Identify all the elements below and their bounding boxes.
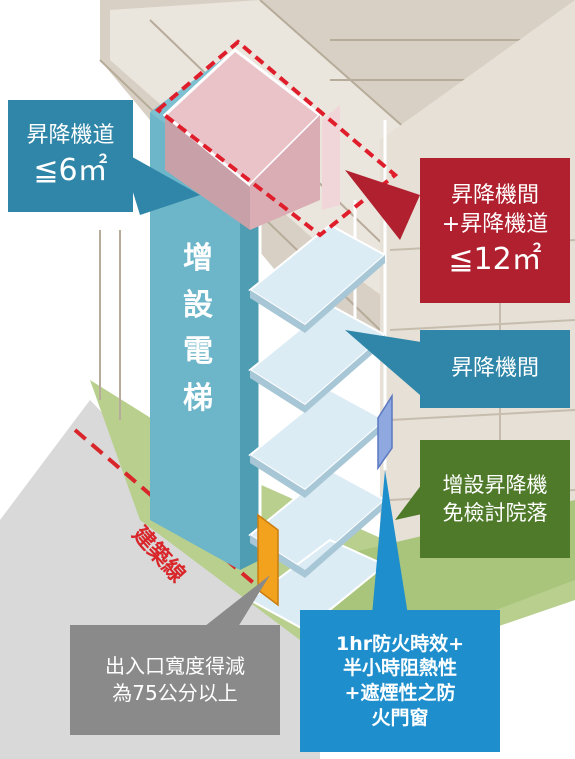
elevator-shaft [150, 112, 240, 570]
fire-door-line4: 火門窗 [371, 706, 429, 729]
machine-room-area-line2: +昇降機道 [441, 212, 549, 238]
courtyard-exempt-line2: 免檢討院落 [442, 501, 548, 525]
shaft-callout-pointer [120, 150, 200, 215]
elevator-label-char: 梯 [183, 380, 213, 416]
entrance-width-line2: 為75公分以上 [112, 681, 238, 705]
machine-room-pointer [345, 330, 440, 395]
machine-room-callout: 昇降機間 [420, 330, 570, 408]
machine-room-text: 昇降機間 [450, 356, 539, 382]
shaft-area-line1: 昇降機道 [26, 122, 115, 148]
machine-room-area-pointer [345, 170, 420, 240]
machine-room-area-line1: 昇降機間 [450, 182, 539, 208]
entrance-pointer [200, 575, 270, 640]
fire-door-line2: 半小時阻熱性 [342, 657, 457, 680]
elevator-label-char: 設 [183, 287, 213, 323]
shaft-area-callout: 昇降機道 ≦6㎡ [8, 100, 133, 212]
fire-door-line1: 1hr防火時效+ [335, 632, 465, 655]
machine-room-area-line3: ≦12㎡ [448, 241, 542, 277]
elevator-label-char: 增 [183, 241, 213, 276]
machine-room-front [165, 115, 250, 230]
courtyard-exempt-line1: 增設昇降機 [442, 472, 548, 497]
entrance-width-line1: 出入口寬度得減 [105, 654, 245, 678]
elevator-label-char: 電 [183, 334, 213, 369]
fire-door-line3: +遮煙性之防 [344, 682, 456, 704]
machine-room-outline [154, 39, 399, 238]
machine-room-side [250, 115, 320, 230]
fire-door-callout: 1hr防火時效+ 半小時阻熱性 +遮煙性之防 火門窗 [300, 610, 500, 752]
fire-door-pointer [372, 470, 408, 615]
shaft-area-line2: ≦6㎡ [33, 152, 108, 188]
fire-door-window [377, 393, 393, 471]
entrance-width-callout: 出入口寬度得減 為75公分以上 [70, 625, 280, 735]
machine-room-area-callout: 昇降機間 +昇降機道 ≦12㎡ [420, 158, 570, 303]
entrance-door [257, 513, 279, 607]
elevator-label: 增 設 電 梯 [178, 236, 218, 422]
courtyard-exempt-callout: 增設昇降機 免檢討院落 [420, 440, 570, 558]
